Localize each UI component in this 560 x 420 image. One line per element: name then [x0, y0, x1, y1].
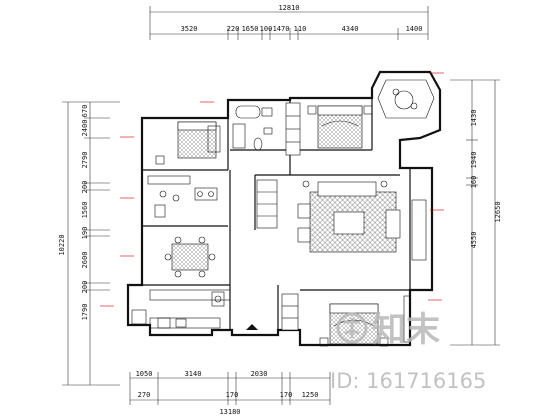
exterior-walls [126, 70, 442, 347]
wardrobe-lower [281, 293, 299, 331]
left-seg-2: 2400 [81, 120, 89, 137]
bottom-dimension-chain [129, 372, 331, 405]
living-room [297, 180, 427, 261]
bottom-segment-labels: 1050 3140 2030 270 170 170 1250 [136, 370, 319, 399]
bottom-seg-b1: 270 [138, 391, 151, 399]
top-seg-4: 100 [260, 25, 273, 33]
watermark: 知末 ID: 161716165 [330, 310, 486, 393]
left-dimension-chain [62, 101, 120, 386]
bottom-seg-a1: 1050 [136, 370, 153, 378]
top-total-dimension: 12810 [278, 4, 299, 12]
right-seg-4: 4550 [470, 232, 478, 249]
left-seg-9: 1790 [81, 304, 89, 321]
watermark-logo-icon [336, 312, 368, 344]
upper-left-bedroom [155, 121, 221, 165]
left-seg-3: 2790 [81, 152, 89, 169]
left-seg-5: 1560 [81, 202, 89, 219]
right-segment-labels: 1430 1940 160 4550 [470, 110, 478, 249]
bottom-seg-a2: 3140 [185, 370, 202, 378]
watermark-id: ID: 161716165 [330, 369, 486, 393]
top-seg-8: 1400 [406, 25, 423, 33]
right-seg-3: 160 [470, 176, 478, 189]
interior-walls [142, 98, 411, 330]
bottom-seg-b4: 1250 [302, 391, 319, 399]
right-total-dimension: 12650 [494, 201, 502, 222]
kitchen [131, 289, 231, 329]
bottom-seg-b3: 170 [280, 391, 293, 399]
top-seg-3: 1650 [242, 25, 259, 33]
wardrobe-top [285, 102, 301, 156]
annotation-tags [100, 72, 444, 307]
bottom-seg-a3: 2030 [251, 370, 268, 378]
left-seg-1: 670 [81, 105, 89, 118]
top-bathroom [232, 105, 273, 151]
right-dimension-chain [450, 79, 500, 346]
corridor-cabinet [256, 179, 278, 229]
bottom-seg-b2: 170 [226, 391, 239, 399]
right-seg-1: 1430 [470, 110, 478, 127]
watermark-brand: 知末 [372, 310, 440, 350]
bottom-total-dimension: 13180 [219, 408, 240, 416]
left-seg-6: 190 [81, 227, 89, 240]
laundry-area [147, 175, 218, 218]
right-seg-2: 1940 [470, 152, 478, 169]
entry-arrow-icon [246, 324, 258, 330]
top-seg-6: 110 [294, 25, 307, 33]
left-seg-4: 200 [81, 181, 89, 194]
bay-window-lounge [377, 79, 435, 119]
top-seg-1: 3520 [181, 25, 198, 33]
top-seg-2: 220 [227, 25, 240, 33]
dining-table [164, 236, 216, 278]
top-segment-labels: 3520 220 1650 100 1470 110 4340 1400 [181, 25, 423, 33]
left-segment-labels: 670 2400 2790 200 1560 190 2600 200 1790 [81, 105, 89, 321]
top-seg-5: 1470 [273, 25, 290, 33]
master-bedroom-bed [307, 105, 373, 149]
left-seg-7: 2600 [81, 252, 89, 269]
left-seg-8: 200 [81, 281, 89, 294]
left-total-dimension: 10220 [58, 234, 66, 255]
top-dimension-chain [149, 6, 429, 40]
top-seg-7: 4340 [342, 25, 359, 33]
